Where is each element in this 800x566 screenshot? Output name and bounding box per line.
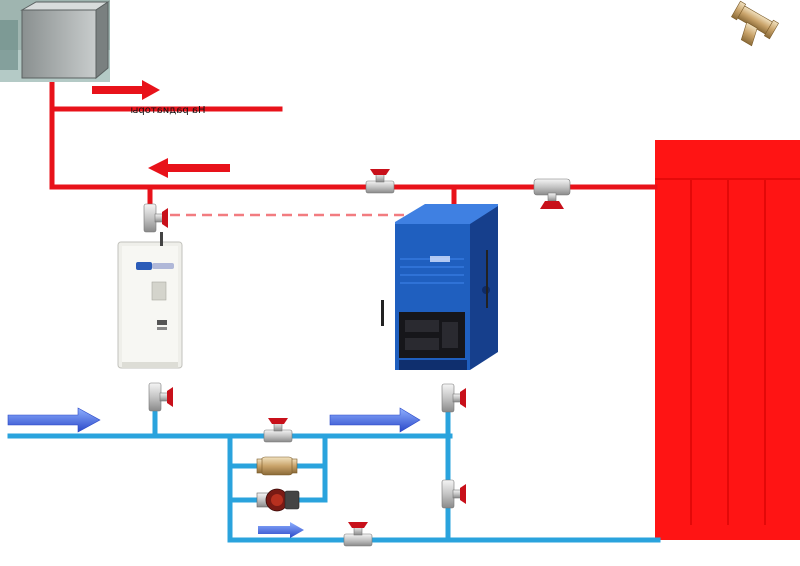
valve-electric-boiler-bottom xyxy=(148,382,174,412)
valve-return-vertical xyxy=(441,479,467,509)
cold-flow-arrow-left-section xyxy=(7,407,101,433)
hot-flow-arrow-right xyxy=(92,80,160,100)
valve-electric-boiler-top xyxy=(143,203,169,233)
check-valve-icon xyxy=(256,456,298,476)
supply-to-radiators-label: На радиаторы xyxy=(130,105,206,116)
solid-fuel-boiler xyxy=(381,204,498,370)
valve-return-main xyxy=(263,417,293,443)
expansion-tank-photo xyxy=(0,0,110,82)
cold-return-pipes xyxy=(7,410,661,543)
hot-supply-pipes xyxy=(49,77,658,225)
hot-flow-arrow-left xyxy=(148,158,230,178)
valve-supply-main xyxy=(365,168,395,194)
cold-flow-arrow-middle xyxy=(329,407,421,433)
cold-flow-arrow-bottom xyxy=(258,522,304,538)
radiator xyxy=(655,140,800,540)
strainer-icon xyxy=(731,0,779,47)
valve-solid-boiler-bottom xyxy=(441,383,467,413)
valve-supply-radiator xyxy=(533,178,571,209)
valve-return-bottom xyxy=(343,521,373,547)
electric-boiler xyxy=(117,232,183,369)
circulation-pump-icon xyxy=(256,488,300,512)
